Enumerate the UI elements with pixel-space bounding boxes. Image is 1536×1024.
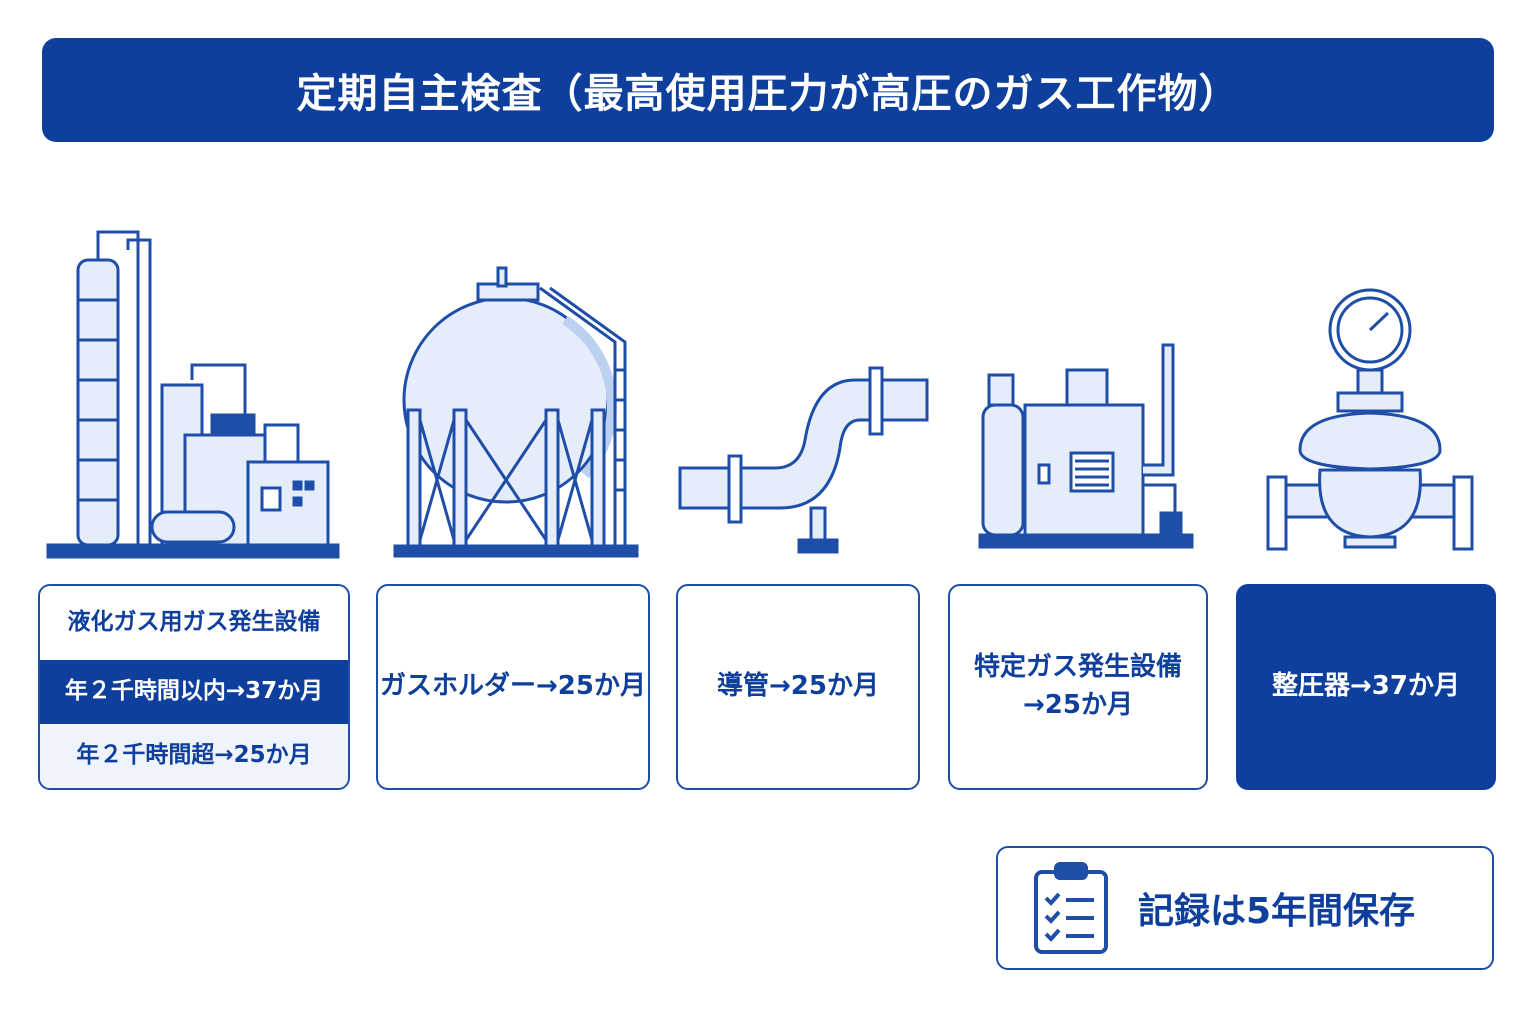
page-title: 定期自主検査（最高使用圧力が高圧のガス工作物） [42, 38, 1494, 142]
card-label: 導管→25か月 [717, 671, 879, 702]
liquefied-gas-equipment-card: 液化ガス用ガス発生設備 年２千時間以内→37か月 年２千時間超→25か月 [38, 584, 350, 790]
card-label-line1: 特定ガス発生設備 [973, 652, 1182, 683]
gas-holder-icon [393, 266, 639, 558]
pipeline-icon [678, 366, 929, 554]
interval-row-over-2000h: 年２千時間超→25か月 [40, 724, 348, 788]
gas-generator-icon [978, 343, 1194, 549]
record-retention-box: 記録は5年間保存 [996, 846, 1494, 970]
card-label-line2: →25か月 [1023, 690, 1133, 720]
card-label: ガスホルダー→25か月 [380, 671, 646, 702]
pressure-regulator-card: 整圧器→37か月 [1236, 584, 1496, 790]
interval-row-under-2000h: 年２千時間以内→37か月 [40, 660, 348, 724]
clipboard-checklist-icon [1034, 862, 1108, 954]
record-retention-label: 記録は5年間保存 [1138, 891, 1416, 932]
pipeline-card: 導管→25か月 [676, 584, 920, 790]
card-title: 液化ガス用ガス発生設備 [40, 586, 348, 660]
gas-plant-icon [46, 230, 340, 559]
pressure-regulator-icon [1266, 288, 1474, 551]
specific-gas-equipment-card: 特定ガス発生設備 →25か月 [948, 584, 1208, 790]
gas-holder-card: ガスホルダー→25か月 [376, 584, 650, 790]
card-label: 整圧器→37か月 [1272, 671, 1460, 702]
